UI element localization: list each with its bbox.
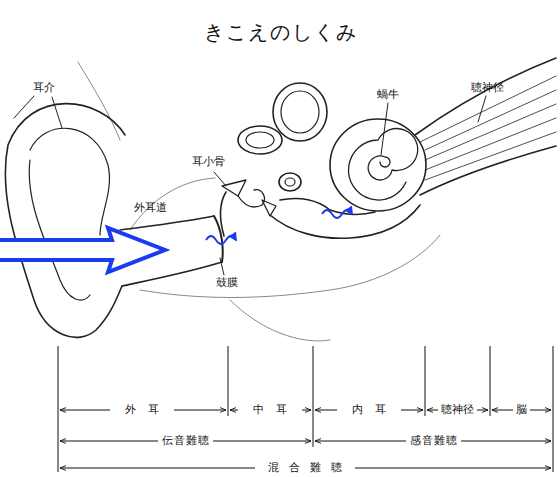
range-label: 混合難聴: [255, 461, 355, 474]
part-label: 聴神径: [471, 81, 504, 94]
part-label: 鼓膜: [216, 276, 238, 289]
part-label: 蝸牛: [377, 88, 399, 101]
range-label: 外耳: [110, 403, 174, 416]
range-label: 内耳: [337, 403, 401, 416]
part-label: 耳介: [33, 81, 55, 94]
range-label: 脳: [513, 403, 530, 416]
range-label: 中耳: [238, 403, 302, 416]
range-label: 感音難聴: [406, 434, 461, 447]
diagram-title: きこえのしくみ: [204, 20, 358, 44]
part-label: 耳小骨: [192, 155, 225, 168]
range-label: 伝音難聴: [158, 434, 213, 447]
part-label: 外耳道: [134, 201, 167, 214]
range-label: 聴神径: [438, 403, 477, 416]
